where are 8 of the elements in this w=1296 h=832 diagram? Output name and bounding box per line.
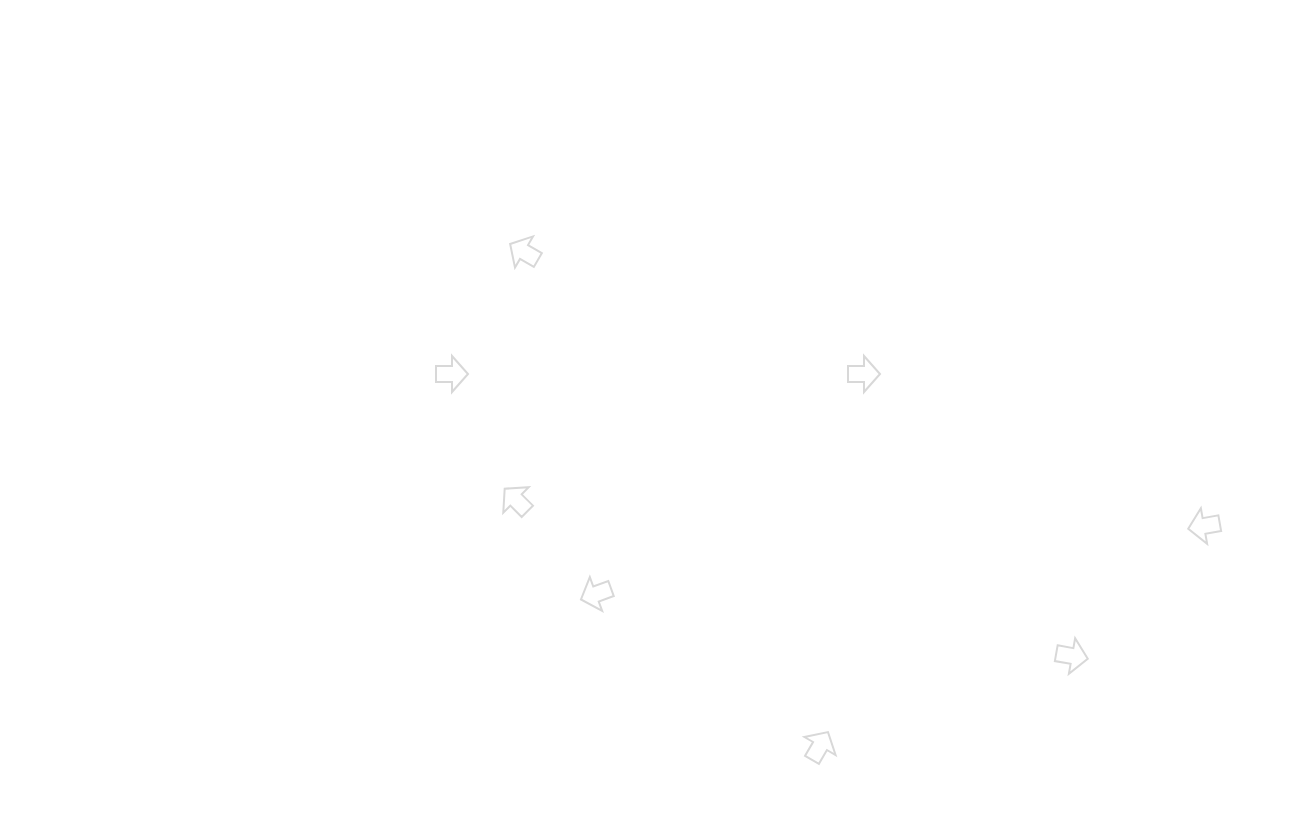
block-arrow-icon [847, 353, 882, 395]
block-arrow-icon [502, 486, 535, 519]
block-arrow-icon [435, 353, 470, 395]
block-arrow-icon [1186, 505, 1223, 547]
block-arrow-icon [579, 574, 616, 614]
block-arrow-icon [1053, 635, 1090, 677]
block-arrow-icon [801, 731, 838, 766]
block-arrow-icon [509, 234, 544, 271]
